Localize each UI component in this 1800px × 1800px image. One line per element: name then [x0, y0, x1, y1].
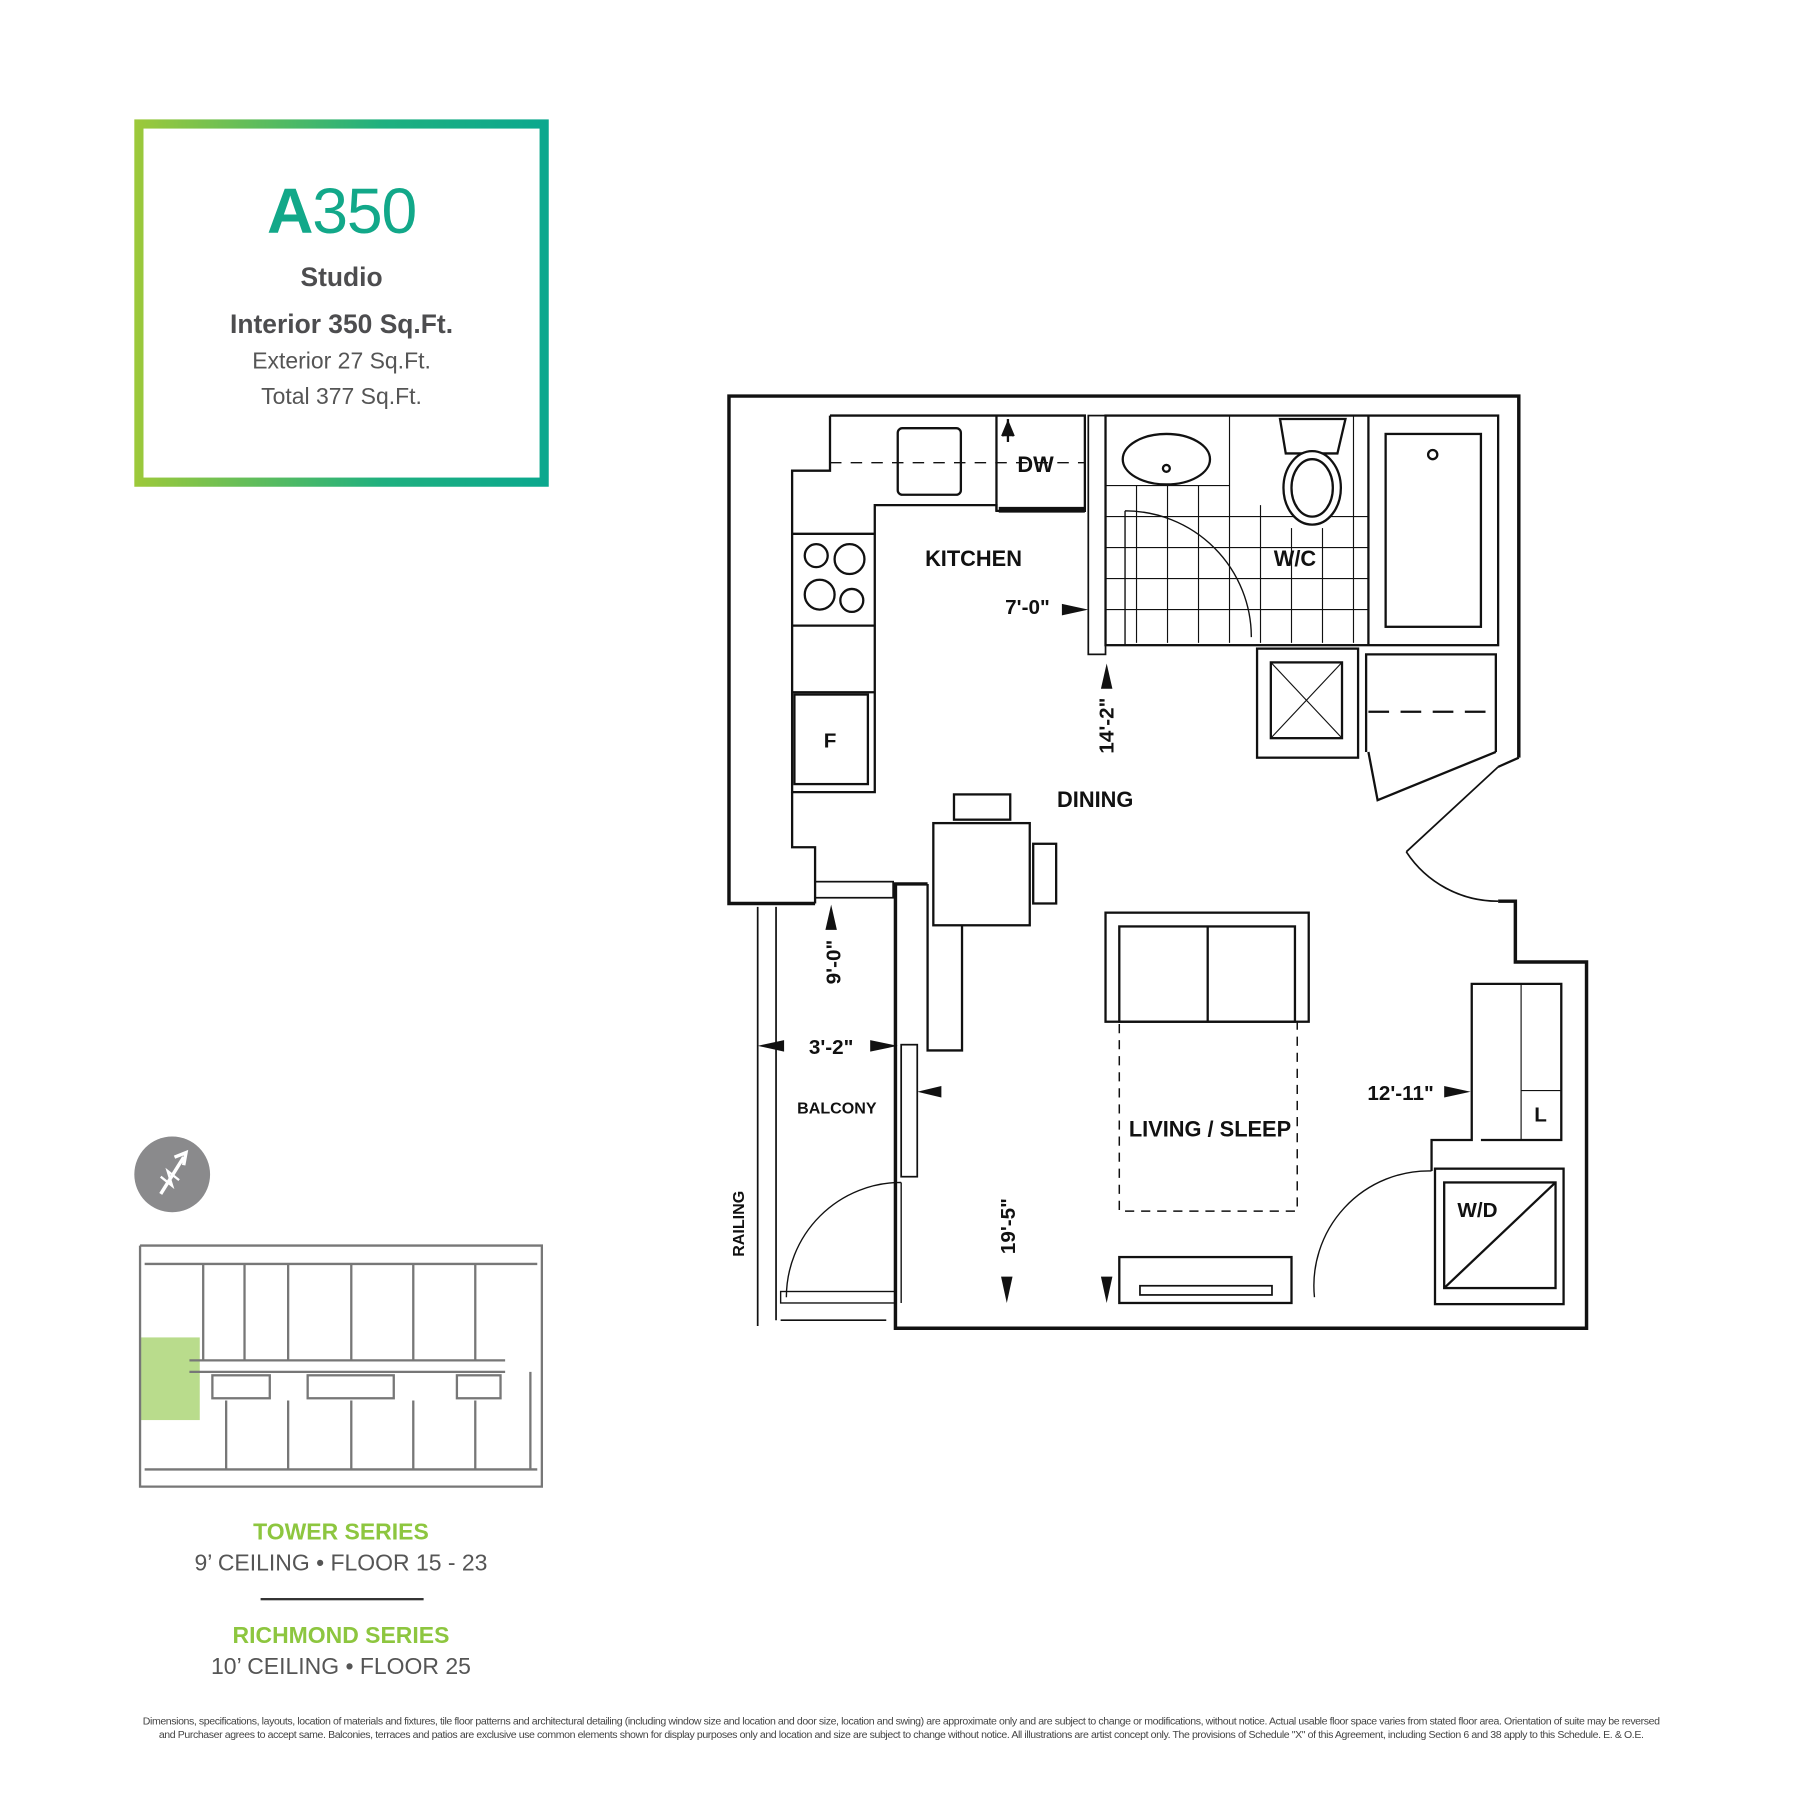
north-compass-icon	[134, 1136, 211, 1213]
label-linen: L	[1534, 1104, 1547, 1127]
washer-dryer	[1433, 1167, 1565, 1306]
chair	[952, 793, 1012, 821]
key-plan	[138, 1244, 544, 1488]
interior-area: Interior 350 Sq.Ft.	[230, 308, 454, 339]
room-label-kitchen: KITCHEN	[925, 546, 1022, 571]
tower-series: TOWER SERIES 9’ CEILING • FLOOR 15 - 23	[134, 1520, 547, 1577]
series-details: 9’ CEILING • FLOOR 15 - 23	[194, 1550, 488, 1577]
disclaimer-line: Dimensions, specifications, layouts, loc…	[142, 1715, 1660, 1727]
laundry-door	[1313, 1170, 1432, 1298]
dim-living-depth: 19'-5"	[997, 1198, 1020, 1254]
series-title: TOWER SERIES	[253, 1519, 429, 1546]
closet-door	[1367, 750, 1497, 802]
unit-code-number: 350	[312, 174, 417, 247]
exterior-wall	[893, 882, 1589, 1330]
series-title: RICHMOND SERIES	[232, 1623, 450, 1649]
unit-code-letter: A	[266, 174, 313, 247]
window	[900, 1043, 919, 1178]
dim-living-width: 12'-11"	[1367, 1082, 1433, 1105]
room-label-living: LIVING / SLEEP	[1129, 1117, 1291, 1142]
dim-kitchen-width: 7'-0"	[1005, 596, 1050, 619]
disclaimer: Dimensions, specifications, layouts, loc…	[69, 1714, 1734, 1742]
divider	[260, 1598, 424, 1601]
exterior-area: Exterior 27 Sq.Ft.	[252, 348, 431, 375]
bed	[1118, 1020, 1298, 1212]
window	[814, 880, 895, 899]
bathroom-sink	[1121, 432, 1212, 486]
total-area: Total 377 Sq.Ft.	[261, 384, 422, 410]
bathroom-door	[1124, 510, 1253, 646]
richmond-series: RICHMOND SERIES 10’ CEILING • FLOOR 25	[134, 1623, 547, 1680]
bathtub	[1384, 432, 1483, 628]
kitchen-sink	[896, 427, 963, 496]
exterior-wall	[727, 394, 1521, 906]
label-washer-dryer: W/D	[1457, 1199, 1497, 1222]
fridge	[793, 693, 870, 786]
toilet	[1282, 450, 1343, 526]
label-dishwasher: DW	[1017, 452, 1054, 477]
room-label-balcony: BALCONY	[797, 1100, 877, 1118]
dim-balcony-width: 3'-2"	[809, 1036, 854, 1059]
series-details: 10’ CEILING • FLOOR 25	[211, 1654, 471, 1680]
dim-kitchen-depth: 14'-2"	[1096, 698, 1119, 754]
dim-balcony-depth: 9'-0"	[822, 940, 845, 985]
label-fridge: F	[824, 729, 837, 752]
disclaimer-line: and Purchaser agrees to accept same. Bal…	[158, 1728, 1644, 1741]
balcony-door	[785, 1181, 902, 1303]
label-railing: RAILING	[730, 1191, 748, 1257]
unit-highlight	[140, 1337, 200, 1421]
entry-door	[1405, 766, 1499, 903]
room-label-wc: W/C	[1274, 546, 1317, 571]
closet	[1255, 647, 1360, 759]
kitchen-counter	[790, 414, 1087, 794]
unit-info-box: A350 Studio Interior 350 Sq.Ft. Exterior…	[134, 119, 549, 487]
dining-table	[932, 821, 1031, 927]
unit-code: A350	[144, 129, 540, 246]
chair	[1032, 842, 1058, 905]
room-label-dining: DINING	[1057, 787, 1133, 812]
unit-type: Studio	[300, 261, 383, 292]
tv-unit	[1118, 1255, 1293, 1305]
